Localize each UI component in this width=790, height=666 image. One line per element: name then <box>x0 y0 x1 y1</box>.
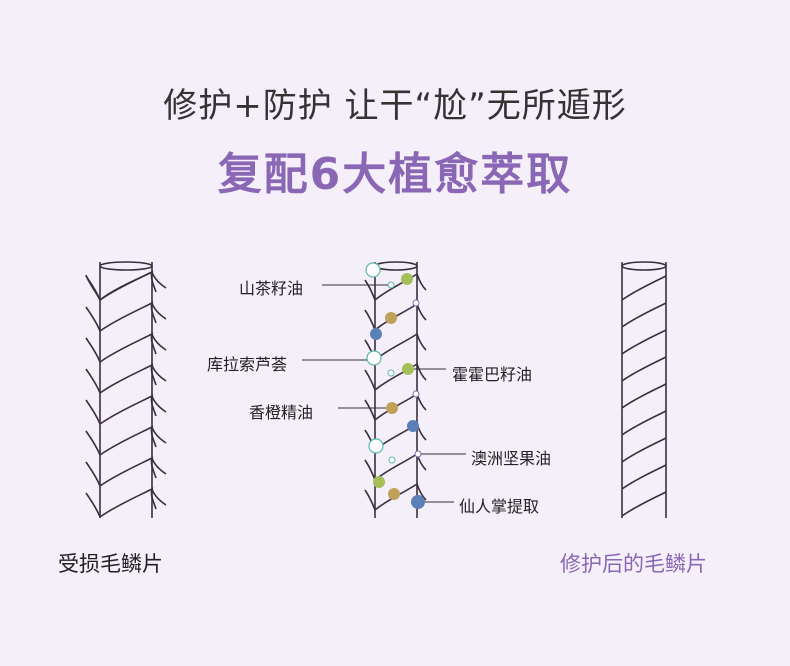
repair-scale <box>364 369 376 391</box>
label-camellia-oil: 山茶籽油 <box>239 279 304 298</box>
caption-repaired: 修护后的毛鳞片 <box>560 552 707 576</box>
repaired-scale <box>621 275 667 301</box>
hollow-dot-small <box>387 281 395 289</box>
hollow-dot-small <box>412 299 420 307</box>
green-dot <box>401 273 413 285</box>
green-dot <box>373 476 385 488</box>
damaged-scale <box>151 302 167 320</box>
label-cactus-extract: 仙人掌提取 <box>459 497 540 516</box>
tan-dot <box>386 402 398 414</box>
label-curacao-aloe: 库拉索芦荟 <box>207 355 288 374</box>
damaged-scale <box>85 430 101 456</box>
damaged-scale <box>151 395 167 413</box>
damaged-scale <box>99 332 157 363</box>
damaged-scale <box>151 488 167 506</box>
repaired-scale <box>621 464 667 490</box>
damaged-scale <box>151 457 167 475</box>
repair-scale <box>364 309 376 331</box>
hollow-dot <box>365 262 381 278</box>
label-meadowfoam-oil: 霍霍巴籽油 <box>452 365 533 384</box>
damaged-scale <box>99 456 157 487</box>
repaired-hair-strand <box>621 261 667 518</box>
blue-dot <box>411 495 425 509</box>
damaged-scale <box>151 426 167 444</box>
damaged-scale <box>99 301 157 332</box>
repair-scale <box>416 363 427 381</box>
damaged-scale <box>99 487 157 518</box>
damaged-scale <box>99 394 157 425</box>
repair-scale <box>416 303 427 321</box>
repaired-scale <box>621 329 667 355</box>
repaired-scale <box>621 302 667 328</box>
label-citrus-oil: 香橙精油 <box>249 403 314 422</box>
subheadline: 复配6大植愈萃取 <box>217 149 573 200</box>
repair-scale <box>416 333 427 351</box>
damaged-scale <box>99 270 157 301</box>
repair-scale <box>364 489 376 511</box>
blue-dot <box>407 420 419 432</box>
damaged-scale <box>151 333 167 351</box>
repaired-scale <box>621 437 667 463</box>
headline: 修护+防护 让干“尬”无所遁形 <box>163 86 627 126</box>
damaged-scale <box>85 275 101 301</box>
repair-scale <box>374 453 418 481</box>
repair-scale <box>364 399 376 421</box>
hollow-dot <box>368 438 384 454</box>
hollow-dot-small <box>388 456 396 464</box>
damaged-scale <box>85 368 101 394</box>
tan-dot <box>388 488 400 500</box>
hollow-dot-small <box>412 390 420 398</box>
hollow-dot <box>366 350 382 366</box>
repaired-scale <box>621 491 667 517</box>
repaired-scale <box>621 356 667 382</box>
blue-dot <box>370 328 382 340</box>
damaged-scale <box>85 337 101 363</box>
caption-damaged: 受损毛鳞片 <box>58 552 163 576</box>
repair-scale <box>374 273 418 301</box>
damaged-scale <box>85 492 101 518</box>
damaged-scale <box>99 363 157 394</box>
repair-scale <box>416 273 427 291</box>
label-macadamia-oil: 澳洲坚果油 <box>471 449 552 468</box>
green-dot <box>402 363 414 375</box>
repaired-scale <box>621 410 667 436</box>
damaged-scale <box>99 425 157 456</box>
repair-scale <box>416 483 427 501</box>
hollow-dot-small <box>414 450 422 458</box>
tan-dot <box>385 312 397 324</box>
damaged-scale <box>85 306 101 332</box>
repair-scale <box>364 459 376 481</box>
damaged-scale <box>151 271 167 289</box>
repair-scale <box>374 363 418 391</box>
repaired-scale <box>621 383 667 409</box>
hollow-dot-small <box>387 369 395 377</box>
damaged-hair-strand <box>85 261 153 518</box>
damaged-scale <box>151 364 167 382</box>
ingredient-dots <box>365 262 425 509</box>
leader-lines <box>302 284 466 503</box>
repair-scale <box>364 279 376 301</box>
damaged-scale <box>85 461 101 487</box>
damaged-scale <box>85 399 101 425</box>
